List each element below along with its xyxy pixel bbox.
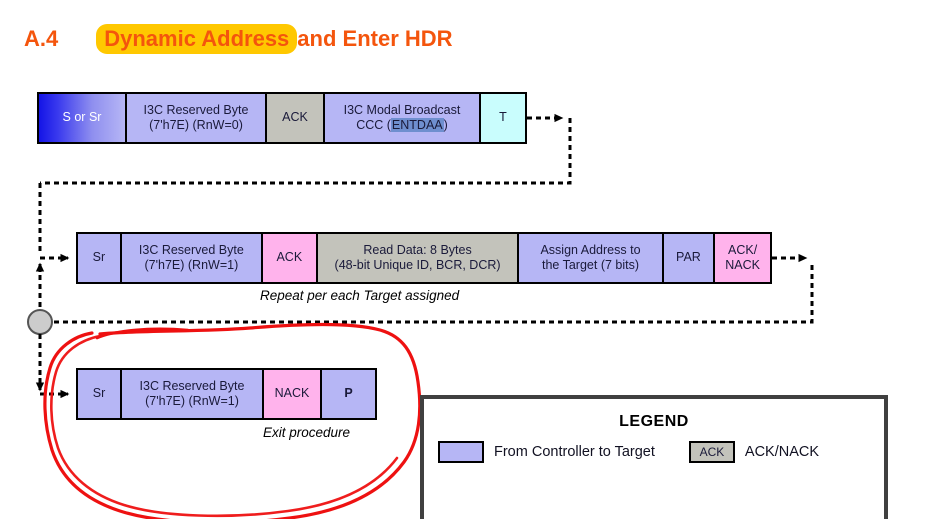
cell-label-line1: Assign Address to xyxy=(540,242,641,257)
assign-address-row: Sr I3C Reserved Byte (7'h7E) (RnW=1) ACK… xyxy=(76,232,772,284)
cell-label: ACK xyxy=(276,250,303,265)
cell-assign-address[interactable]: Assign Address to the Target (7 bits) xyxy=(519,234,664,282)
cell-label: S or Sr xyxy=(62,110,102,125)
exit-caption: Exit procedure xyxy=(263,425,351,440)
legend-item-ack-nack: ACK ACK/NACK xyxy=(688,441,820,463)
cell-label-line2: (7'h7E) (RnW=0) xyxy=(149,118,243,132)
legend-swatch-controller-to-target xyxy=(438,441,484,463)
exit-procedure-row: Sr I3C Reserved Byte (7'h7E) (RnW=1) NAC… xyxy=(76,368,377,420)
cell-sr[interactable]: Sr xyxy=(78,234,122,282)
entdaa-selected-text[interactable]: ENTDAA xyxy=(390,118,444,132)
cell-label-line2: (7'h7E) (RnW=1) xyxy=(144,258,239,272)
ccc-suffix: ) xyxy=(443,118,448,132)
cell-label: Sr xyxy=(92,386,106,401)
cell-label-line2: (7'h7E) (RnW=1) xyxy=(145,394,239,408)
cell-label: Sr xyxy=(92,250,106,265)
cell-reserved-byte[interactable]: I3C Reserved Byte (7'h7E) (RnW=0) xyxy=(127,94,267,142)
legend-label-ack-nack: ACK/NACK xyxy=(744,444,820,460)
cell-ack[interactable]: ACK xyxy=(262,234,318,282)
cell-label-line2: CCC (ENTDAA) xyxy=(356,118,448,133)
cell-s-or-sr[interactable]: S or Sr xyxy=(39,94,127,142)
legend-item-controller-to-target: From Controller to Target xyxy=(438,441,655,463)
cell-label-line2: (48-bit Unique ID, BCR, DCR) xyxy=(334,258,501,272)
legend-swatch-label: ACK xyxy=(699,445,725,459)
ccc-prefix: CCC ( xyxy=(356,118,391,132)
cell-label-line1: Read Data: 8 Bytes xyxy=(363,242,472,257)
cell-ccc-entdaa[interactable]: I3C Modal Broadcast CCC (ENTDAA) xyxy=(325,94,481,142)
cell-label: P xyxy=(344,386,353,401)
cell-nack[interactable]: NACK xyxy=(264,370,322,418)
cell-label: NACK xyxy=(274,386,310,401)
cell-par[interactable]: PAR xyxy=(663,234,716,282)
legend-title: LEGEND xyxy=(619,413,689,430)
page-title-number: A.4 xyxy=(24,26,59,51)
cell-p[interactable]: P xyxy=(322,370,375,418)
cell-ack[interactable]: ACK xyxy=(267,94,325,142)
cell-label-line1: I3C Reserved Byte xyxy=(139,378,245,393)
cell-label: T xyxy=(499,110,507,125)
cell-label: ACK xyxy=(282,110,308,125)
legend-items: From Controller to Target ACK ACK/NACK xyxy=(424,441,884,463)
cell-reserved-byte[interactable]: I3C Reserved Byte (7'h7E) (RnW=1) xyxy=(121,234,263,282)
cell-label-line1: I3C Modal Broadcast xyxy=(343,102,461,117)
repeat-caption: Repeat per each Target assigned xyxy=(260,288,460,303)
page-title-rest: and Enter HDR xyxy=(297,26,453,51)
cell-label-line1: I3C Reserved Byte xyxy=(143,102,249,117)
cell-t[interactable]: T xyxy=(481,94,525,142)
cell-label-line2: NACK xyxy=(725,258,760,272)
legend-panel: LEGEND From Controller to Target ACK ACK… xyxy=(420,395,888,519)
legend-swatch-ack-nack: ACK xyxy=(688,441,735,463)
legend-label-controller-to-target: From Controller to Target xyxy=(494,444,655,460)
cell-ack-nack[interactable]: ACK/ NACK xyxy=(715,234,770,282)
flow-junction-node xyxy=(27,309,53,335)
entdaa-broadcast-row: S or Sr I3C Reserved Byte (7'h7E) (RnW=0… xyxy=(37,92,527,144)
page-title-highlighted: Dynamic Address xyxy=(96,24,298,54)
cell-read-data[interactable]: Read Data: 8 Bytes (48-bit Unique ID, BC… xyxy=(317,234,520,282)
cell-label-line1: ACK/ xyxy=(728,242,758,257)
cell-label-line1: I3C Reserved Byte xyxy=(138,242,244,257)
cell-reserved-byte[interactable]: I3C Reserved Byte (7'h7E) (RnW=1) xyxy=(122,370,264,418)
cell-label: PAR xyxy=(676,250,701,265)
cell-label-line2: the Target (7 bits) xyxy=(541,258,640,272)
cell-sr[interactable]: Sr xyxy=(78,370,122,418)
